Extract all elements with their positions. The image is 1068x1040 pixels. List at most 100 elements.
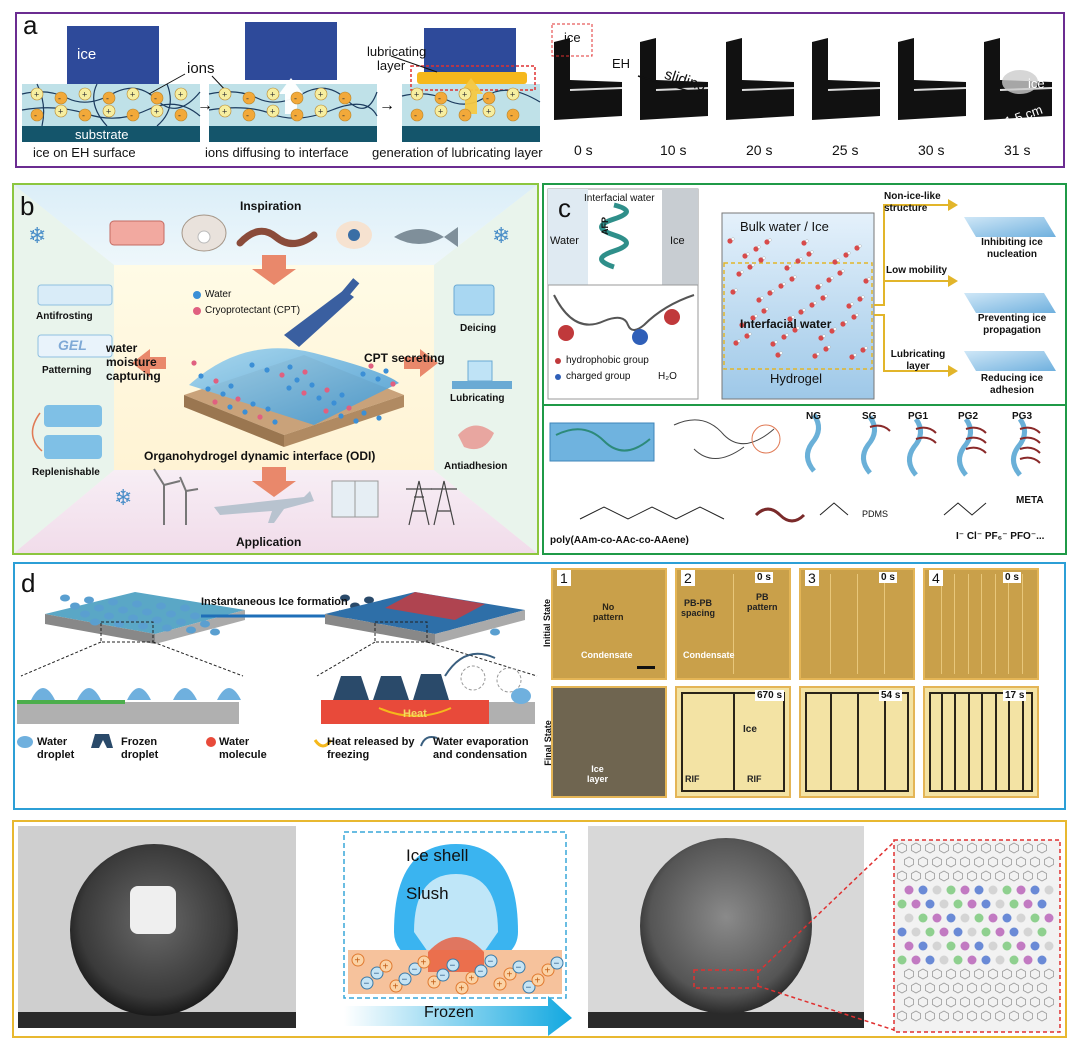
pb-pattern-line	[733, 574, 734, 674]
deicing-label: Deicing	[460, 323, 497, 334]
ice-lattice-hexagon	[932, 996, 942, 1008]
water-h-atom	[774, 340, 778, 344]
ion-sign: -	[294, 94, 297, 104]
ice-lattice-hexagon	[946, 996, 956, 1008]
molecule-dot	[272, 419, 278, 425]
ice-piece	[1002, 70, 1038, 94]
md-molecule	[974, 885, 984, 895]
molecule-dot	[191, 360, 197, 366]
time-label: 20 s	[746, 142, 773, 158]
scale-bar	[637, 666, 655, 669]
result-nucleation: Inhibiting ice nucleation	[981, 237, 1043, 260]
ice-lattice-hexagon	[1023, 982, 1033, 994]
legend-evaporation: Water evaporation and condensation	[433, 736, 529, 761]
molecule-dot	[227, 404, 233, 410]
pb-pattern-line	[1008, 692, 1010, 792]
molecule-dot	[220, 391, 226, 397]
surface-droplet	[190, 612, 200, 620]
md-molecule	[911, 899, 921, 909]
md-molecule	[988, 885, 998, 895]
molecule-dot	[212, 399, 218, 405]
legend-water-molecule-icon	[206, 737, 216, 747]
water-molecule	[832, 259, 838, 265]
water-h-atom	[762, 256, 766, 260]
surface-droplet	[132, 600, 142, 608]
fish-icon	[394, 227, 458, 247]
sliding-arrow	[637, 75, 693, 93]
md-molecule	[925, 955, 935, 965]
pb-pattern-line	[968, 574, 969, 674]
panel-a: a	[15, 10, 1065, 168]
ice-lattice-hexagon	[939, 870, 949, 882]
md-molecule	[981, 899, 991, 909]
surface-droplet	[90, 618, 100, 626]
ion-sign: −	[402, 975, 408, 986]
water-molecule	[849, 354, 855, 360]
ice-lattice-hexagon	[939, 982, 949, 994]
md-molecule	[960, 885, 970, 895]
md-molecule	[974, 913, 984, 923]
inspiration-title: Inspiration	[240, 199, 302, 213]
ion-sign: −	[488, 957, 494, 968]
antiadhesion-icon	[458, 425, 494, 450]
ion-particle	[314, 87, 328, 101]
inspiration-icons	[109, 214, 458, 252]
pb-pattern-line	[884, 692, 886, 792]
md-molecule	[946, 913, 956, 923]
side-chain	[1019, 426, 1041, 434]
md-molecule	[960, 941, 970, 951]
ion-particle	[482, 91, 496, 105]
ice-lattice-hexagon	[925, 842, 935, 854]
ice-lattice-hexagon	[988, 996, 998, 1008]
water-molecule	[739, 322, 745, 328]
ice-shell-label: Ice shell	[406, 846, 469, 865]
ice-lattice-hexagon	[925, 982, 935, 994]
water-h-atom	[743, 321, 747, 325]
surface-nucleation	[964, 217, 1056, 237]
application-title: Application	[236, 535, 302, 549]
ion-particle	[174, 87, 188, 101]
water-h-atom	[748, 332, 752, 336]
heat-arrow	[378, 707, 452, 717]
water-molecule	[744, 333, 750, 339]
water-h-atom	[746, 252, 750, 256]
charged-group-sphere-2	[664, 309, 680, 325]
md-molecule	[911, 927, 921, 937]
water-droplet	[217, 688, 241, 700]
ice-lattice-hexagon	[953, 1010, 963, 1022]
md-molecule	[897, 899, 907, 909]
molecule-dot	[302, 369, 308, 375]
ion-particle	[465, 971, 479, 985]
md-molecule	[974, 941, 984, 951]
molecule-dot	[249, 362, 255, 368]
ion-particle	[338, 91, 352, 105]
heat-spot	[428, 937, 484, 972]
pb-pattern-line	[995, 692, 997, 792]
ion-sign: −	[526, 983, 532, 994]
ice-lattice-hexagon	[1037, 842, 1047, 854]
water-molecule	[806, 251, 812, 257]
micrograph-final	[799, 686, 915, 798]
ion-particle	[410, 108, 424, 122]
md-molecule	[1002, 941, 1012, 951]
ice-lattice-hexagon	[1030, 996, 1040, 1008]
droplet-highlight	[130, 886, 176, 934]
molecule-dot	[235, 396, 241, 402]
ice-side-label: Ice	[670, 235, 685, 247]
pbpb-spacing-label: PB-PB spacing	[681, 598, 716, 618]
ion-particle	[446, 958, 460, 972]
surface-droplet	[60, 594, 70, 602]
pdms-label: PDMS	[862, 509, 889, 519]
molecule-dot	[324, 387, 330, 393]
ice-lattice-hexagon	[918, 968, 928, 980]
legend-water-droplet-icon	[17, 736, 33, 748]
water-side-label: Water	[550, 235, 579, 247]
ion-particle	[427, 975, 441, 989]
ion-sign: −	[516, 963, 522, 974]
water-h-atom	[836, 258, 840, 262]
molecule-dot	[375, 376, 381, 382]
ice-lattice-hexagon	[911, 982, 921, 994]
ion-sign: +	[130, 90, 135, 100]
molecule-dot	[331, 400, 337, 406]
water-h-atom	[782, 282, 786, 286]
